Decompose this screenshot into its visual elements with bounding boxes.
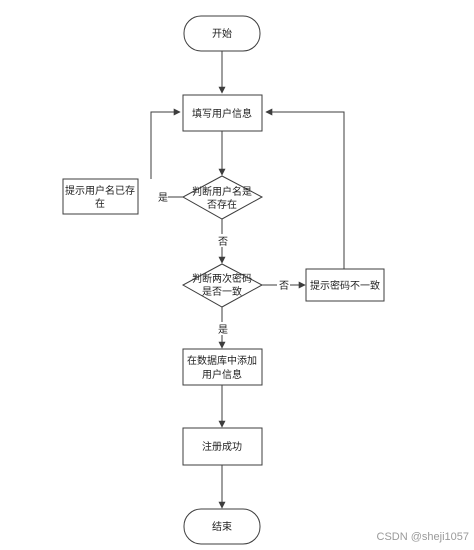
edge-label-yes-user: 是 [158,192,168,204]
check-user-label-2: 否存在 [207,198,237,211]
success-box [182,427,263,466]
check-pwd-diamond [181,263,264,308]
check-pwd-label-2: 是否一致 [202,285,242,298]
check-pwd-label-1: 判断两次密码 [192,272,252,285]
add-db-label-1: 在数据库中添加 [187,354,257,367]
add-db-label-2: 用户信息 [202,368,242,381]
edge-label-no-user: 否 [218,236,228,248]
pwd-mismatch-label: 提示密码不一致 [310,279,380,292]
end-terminator [183,508,261,545]
start-label: 开始 [212,27,232,40]
user-exists-label-1: 提示用户名已存 [65,184,135,197]
watermark: CSDN @sheji1057 [377,531,470,543]
user-exists-box [62,178,139,215]
fill-info-label: 填写用户信息 [192,107,252,120]
edge-user-exists-back [150,108,181,179]
edge-pwd-mismatch-back [265,108,345,269]
check-user-diamond [181,175,264,220]
add-db-box [182,348,263,386]
pwd-mismatch-box [305,268,385,302]
edge-label-yes-pwd: 是 [218,324,228,336]
success-label: 注册成功 [202,440,242,453]
edge-label-no-pwd: 否 [279,280,289,292]
start-terminator [183,15,261,52]
check-user-label-1: 判断用户名是 [192,185,252,198]
end-label: 结束 [212,520,232,533]
user-exists-label-2: 在 [95,198,105,210]
fill-info-box [182,94,263,132]
